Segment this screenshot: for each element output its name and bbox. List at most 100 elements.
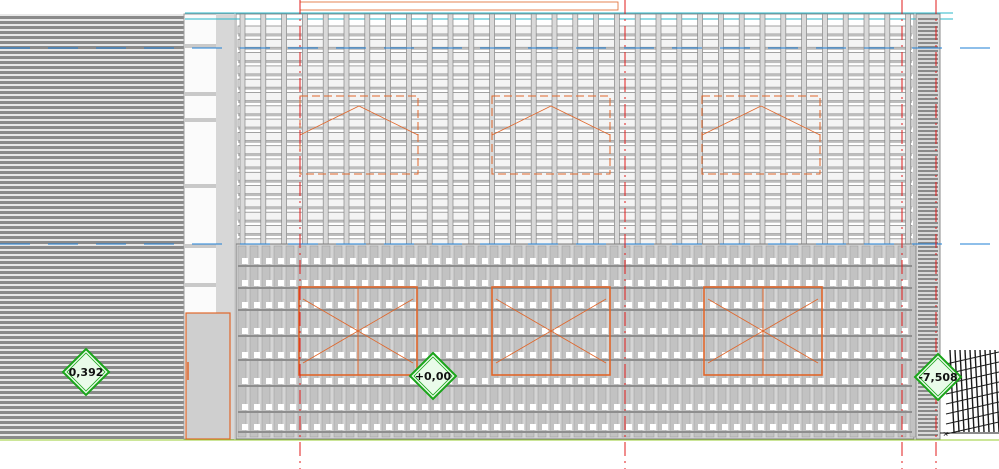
screen-perforation: [362, 424, 368, 430]
right-cladding-slat: [918, 242, 938, 244]
screen-perforation: [782, 352, 788, 358]
window-swing-line: [762, 330, 819, 364]
screen-perforation: [314, 258, 320, 264]
screen-perforation: [542, 378, 548, 384]
screen-perforation: [398, 352, 404, 358]
right-cladding-slat: [918, 314, 938, 316]
level-diamond-icon: [913, 352, 963, 402]
screen-perforation: [290, 328, 296, 334]
level-marker[interactable]: -7,508: [913, 352, 963, 402]
screen-perforation: [422, 404, 428, 410]
right-cladding-slat: [918, 58, 938, 60]
screen-perforation: [854, 424, 860, 430]
screen-perforation: [374, 352, 380, 358]
louver-column: [614, 13, 620, 247]
cladding-slat: [0, 211, 184, 214]
screen-fin: [333, 245, 343, 438]
screen-perforation: [890, 404, 896, 410]
screen-fin: [585, 245, 595, 438]
screen-perforation: [566, 352, 572, 358]
cladding-slat: [0, 406, 184, 409]
screen-perforation: [338, 404, 344, 410]
screen-perforation: [434, 258, 440, 264]
right-cladding-slat: [918, 422, 938, 424]
screen-rail: [238, 431, 912, 433]
screen-perforation: [650, 302, 656, 308]
fence-hatch: ×: [940, 349, 999, 439]
screen-perforation: [374, 378, 380, 384]
screen-perforation: [266, 280, 272, 286]
cladding-slat: [0, 411, 184, 414]
right-cladding-slat: [918, 318, 938, 320]
screen-perforation: [458, 328, 464, 334]
right-cladding-slat: [918, 130, 938, 132]
screen-perforation: [602, 424, 608, 430]
right-cladding-slat: [918, 402, 938, 404]
screen-perforation: [782, 328, 788, 334]
screen-perforation: [590, 424, 596, 430]
level-markers[interactable]: 0,392 +0,00 -7,508: [61, 347, 963, 402]
right-cladding-slat: [918, 126, 938, 128]
screen-perforation: [734, 280, 740, 286]
level-marker[interactable]: +0,00: [408, 351, 458, 401]
level-diamond-inner: [66, 352, 106, 392]
tower-ledge: [184, 184, 234, 188]
louver-column: [842, 13, 849, 247]
window-swing-line: [550, 298, 607, 332]
right-cladding-slat: [918, 106, 938, 108]
screen-perforation: [350, 302, 356, 308]
screen-perforation: [878, 404, 884, 410]
cladding-slat: [0, 176, 184, 179]
screen-fin: [501, 245, 511, 438]
screen-perforation: [758, 328, 764, 334]
screen-perforation: [686, 328, 692, 334]
screen-perforation: [770, 280, 776, 286]
screen-perforation: [698, 378, 704, 384]
screen-perforation: [314, 328, 320, 334]
screen-perforation: [842, 424, 848, 430]
cladding-slat: [0, 81, 184, 84]
screen-perforation: [866, 328, 872, 334]
tower-ledge: [184, 92, 234, 96]
screen-perforation: [566, 328, 572, 334]
cladding-slat: [0, 171, 184, 174]
screen-perforation: [710, 352, 716, 358]
screen-perforation: [722, 378, 728, 384]
louver-column: [863, 13, 870, 247]
screen-perforation: [494, 404, 500, 410]
window-swing-line: [701, 105, 762, 136]
screen-perforation: [662, 352, 668, 358]
level-marker[interactable]: 0,392: [61, 347, 111, 397]
louver-column: [260, 13, 267, 247]
cladding-slat: [0, 206, 184, 209]
screen-perforation: [242, 302, 248, 308]
upper-louver-facade: [185, 12, 953, 250]
screen-perforation: [326, 424, 332, 430]
screen-fin: [741, 245, 751, 438]
screen-perforation: [350, 328, 356, 334]
window-swing-line: [299, 105, 360, 136]
screen-perforation: [638, 302, 644, 308]
screen-perforation: [890, 352, 896, 358]
cladding-slat: [0, 246, 184, 249]
right-cladding-slat: [918, 310, 938, 312]
right-cladding-slat: [918, 414, 938, 416]
screen-perforation: [830, 302, 836, 308]
right-cladding-slat: [918, 234, 938, 236]
screen-perforation: [710, 404, 716, 410]
screen-perforation: [254, 280, 260, 286]
screen-perforation: [698, 258, 704, 264]
right-cladding-slat: [918, 218, 938, 220]
screen-fin: [645, 245, 655, 438]
cladding-slat: [0, 181, 184, 184]
screen-perforation: [818, 404, 824, 410]
right-cladding-slat: [918, 330, 938, 332]
tower-ledge: [184, 44, 234, 48]
right-cladding-slat: [918, 326, 938, 328]
screen-rail: [238, 411, 912, 413]
cladding-slat: [0, 291, 184, 294]
screen-perforation: [458, 378, 464, 384]
screen-fin: [825, 245, 835, 438]
cladding-slat: [0, 101, 184, 104]
cladding-slat: [0, 151, 184, 154]
